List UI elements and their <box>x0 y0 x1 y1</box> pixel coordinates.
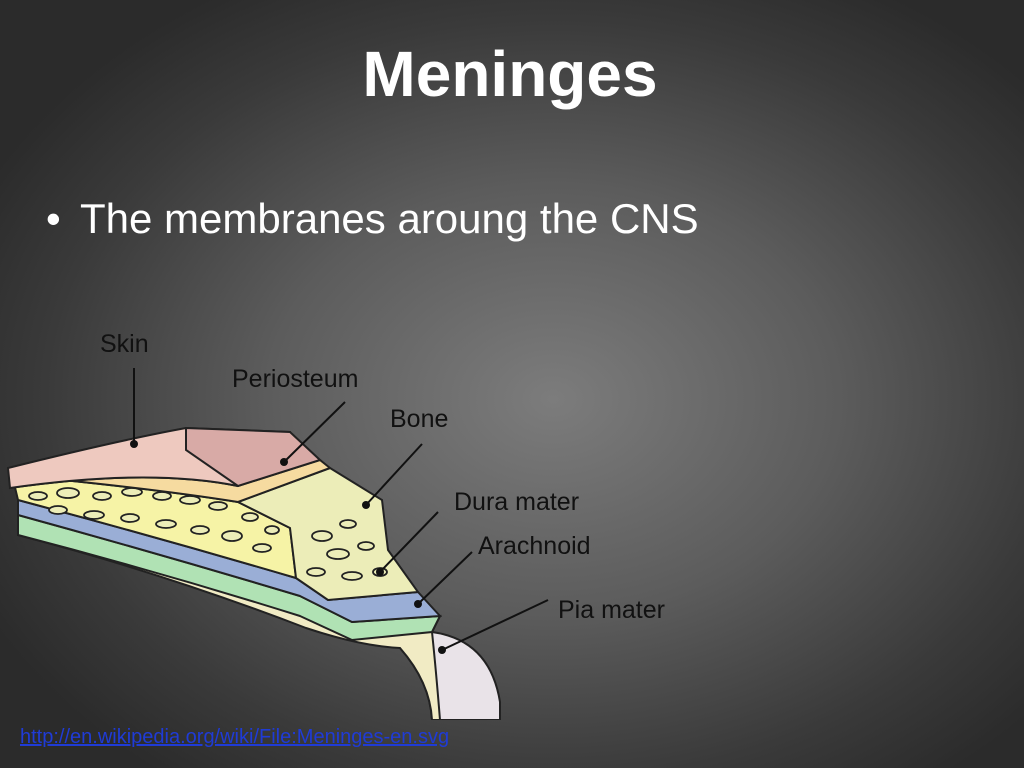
label-skin: Skin <box>100 330 149 358</box>
slide-title: Meninges <box>0 34 1024 114</box>
label-periosteum: Periosteum <box>232 365 358 393</box>
meninges-diagram: Skin Periosteum Bone Dura mater Arachnoi… <box>6 330 665 720</box>
slide-title-text: Meninges <box>362 38 658 110</box>
bone-lacunae <box>28 487 388 581</box>
bullet-item: • The membranes aroung the CNS <box>46 192 699 246</box>
skin-cut-face <box>185 426 322 488</box>
label-dura-mater: Dura mater <box>454 488 579 516</box>
leader-dots <box>130 440 446 654</box>
label-pia-mater: Pia mater <box>558 596 665 624</box>
leader-lines <box>133 368 549 651</box>
label-bone: Bone <box>390 405 448 433</box>
bullet-text: The membranes aroung the CNS <box>80 195 699 242</box>
label-arachnoid: Arachnoid <box>478 532 591 560</box>
bullet-marker: • <box>46 195 61 242</box>
source-link[interactable]: http://en.wikipedia.org/wiki/File:Mening… <box>20 726 450 748</box>
